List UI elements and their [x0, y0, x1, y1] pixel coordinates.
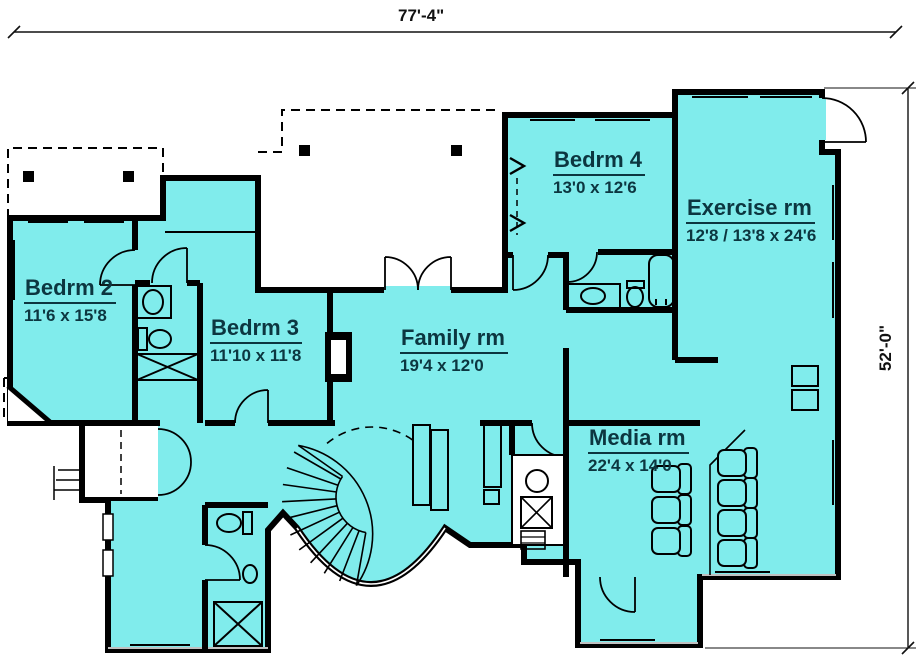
french-door-right [417, 256, 452, 291]
toilet-tank [137, 327, 148, 351]
exercise-closet [791, 365, 819, 411]
dimension-lines [7, 25, 916, 655]
entry-steps [53, 466, 82, 500]
rear-room-door [599, 576, 636, 613]
room-label-bedrm2: Bedrm 2 11'6 x 15'8 [24, 275, 117, 326]
room-label-media: Media rm 22'4 x 14'0 [588, 425, 689, 476]
left-bathroom [136, 285, 199, 381]
bathtub [648, 254, 675, 308]
furnace [520, 496, 553, 529]
tub-faucet [655, 299, 667, 305]
room-label-family: Family rm 19'4 x 12'0 [400, 325, 508, 376]
vanity [567, 283, 621, 309]
tub-cross [136, 353, 199, 381]
room-size: 11'6 x 15'8 [24, 306, 107, 326]
media-platform [709, 429, 746, 575]
room-name: Bedrm 2 [24, 275, 117, 305]
bedrm2-door [99, 249, 136, 286]
family-furniture [412, 424, 502, 511]
room-size: 11'10 x 11'8 [210, 346, 302, 366]
bay-corner-wall [6, 384, 52, 424]
fireplace [325, 332, 352, 382]
french-door-left [384, 256, 419, 291]
room-size: 13'0 x 12'6 [553, 178, 637, 198]
tub [136, 353, 199, 381]
right-bathroom [567, 254, 675, 309]
vanity [136, 285, 172, 319]
seat-row-left [651, 463, 692, 557]
water-heater [525, 469, 549, 493]
sink [142, 289, 164, 315]
toilet-bowl [626, 286, 644, 308]
entry-door-opening [818, 98, 826, 140]
rear-door-opening [597, 573, 638, 581]
room-label-exercise: Exercise rm 12'8 / 13'8 x 24'6 [686, 195, 817, 246]
room-size: 19'4 x 12'0 [400, 356, 484, 376]
staircase [282, 426, 423, 587]
sink [580, 287, 606, 305]
seat-row-right [717, 447, 758, 569]
room-name: Bedrm 4 [553, 147, 646, 177]
room-name: Exercise rm [686, 195, 815, 225]
doors [99, 97, 867, 613]
mechanical-room [511, 454, 565, 550]
vestibule-double-doors [157, 428, 192, 496]
room-name: Media rm [588, 425, 689, 455]
room-size: 12'8 / 13'8 x 24'6 [686, 226, 817, 246]
toilet-bowl [148, 329, 172, 349]
room-name: Family rm [400, 325, 508, 355]
exercise-entry-door [821, 97, 867, 143]
bedrm4-door [512, 254, 549, 291]
deck-posts [23, 145, 462, 182]
toilet-tank [242, 511, 253, 535]
theater-seats [651, 447, 758, 569]
toilet-bowl [216, 513, 242, 533]
dimension-width-label: 77'-4" [398, 6, 445, 25]
dimension-height-label: 52'-0" [876, 324, 895, 372]
shower [213, 601, 263, 647]
bedrm3-door [234, 389, 269, 424]
vestibule [85, 426, 192, 497]
lower-bath-door [204, 544, 241, 581]
shower-cross [213, 601, 263, 647]
window-boxes [102, 513, 114, 577]
hall-details [509, 156, 527, 235]
bath-door-left [151, 247, 188, 284]
foundation-inner-line [108, 527, 836, 649]
room-label-bedrm4: Bedrm 4 13'0 x 12'6 [553, 147, 646, 198]
windows [13, 96, 834, 646]
room-name: Bedrm 3 [210, 315, 303, 345]
room-label-bedrm3: Bedrm 3 11'10 x 11'8 [210, 315, 303, 366]
room-size: 22'4 x 14'0 [588, 456, 672, 476]
lower-bathroom [213, 511, 263, 647]
sink [242, 564, 258, 584]
bath-door-right [566, 251, 598, 283]
